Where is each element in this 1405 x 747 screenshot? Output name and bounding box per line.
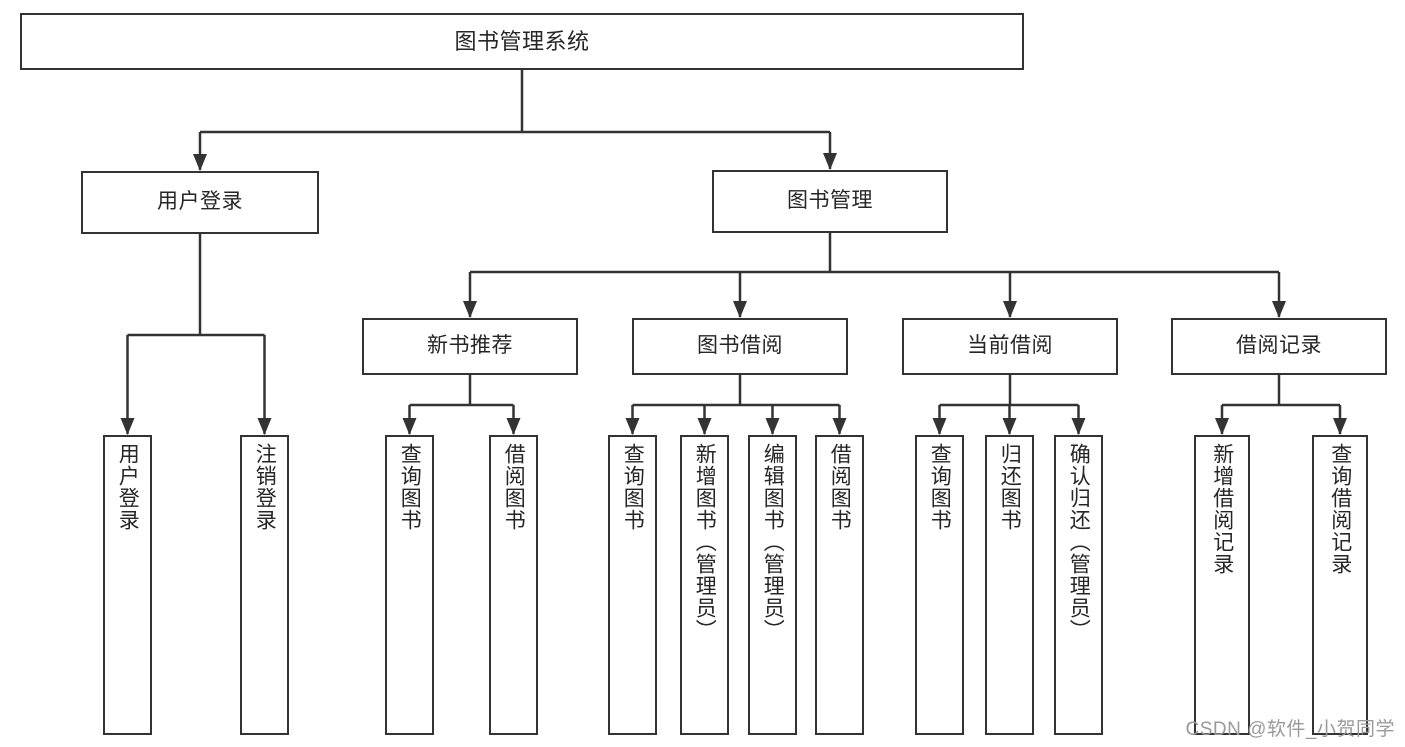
arrowhead-icon — [697, 418, 712, 435]
node-label: 查询图书 — [928, 443, 952, 531]
node-l2a[interactable]: 新书推荐 — [362, 318, 578, 375]
node-label: 用户登录 — [157, 190, 243, 214]
node-leaf10[interactable]: 归还图书 — [985, 435, 1034, 735]
node-label: 借阅记录 — [1236, 334, 1322, 358]
node-leaf5[interactable]: 查询图书 — [608, 435, 657, 735]
arrowhead-icon — [1272, 301, 1286, 318]
arrowhead-icon — [1215, 418, 1229, 435]
node-leaf2[interactable]: 注销登录 — [240, 435, 289, 735]
node-label: 确认归还（管理员） — [1067, 443, 1091, 641]
node-leaf1[interactable]: 用户登录 — [103, 435, 152, 735]
arrowhead-icon — [823, 153, 837, 170]
node-l1b[interactable]: 图书管理 — [712, 170, 948, 233]
node-label: 借阅图书 — [502, 443, 526, 531]
node-label: 图书管理 — [787, 189, 873, 213]
node-root[interactable]: 图书管理系统 — [20, 13, 1024, 70]
arrowhead-icon — [1003, 301, 1017, 318]
node-label: 注销登录 — [253, 443, 277, 531]
arrowhead-icon — [402, 418, 417, 435]
node-l2c[interactable]: 当前借阅 — [902, 318, 1118, 375]
node-l1a[interactable]: 用户登录 — [81, 171, 319, 234]
arrowhead-icon — [733, 301, 747, 318]
node-label: 图书管理系统 — [454, 28, 590, 54]
node-leaf6[interactable]: 新增图书（管理员） — [680, 435, 729, 735]
node-label: 用户登录 — [116, 443, 140, 531]
arrowhead-icon — [1333, 418, 1347, 435]
node-leaf12[interactable]: 新增借阅记录 — [1194, 435, 1250, 735]
node-leaf4[interactable]: 借阅图书 — [489, 435, 538, 735]
node-leaf13[interactable]: 查询借阅记录 — [1312, 435, 1368, 735]
node-label: 新增借阅记录 — [1210, 443, 1234, 575]
node-label: 编辑图书（管理员） — [761, 443, 785, 641]
node-label: 归还图书 — [998, 443, 1022, 531]
node-label: 查询图书 — [398, 443, 422, 531]
arrowhead-icon — [120, 418, 135, 435]
node-leaf8[interactable]: 借阅图书 — [815, 435, 864, 735]
node-leaf11[interactable]: 确认归还（管理员） — [1054, 435, 1103, 735]
arrowhead-icon — [257, 418, 272, 435]
node-l2b[interactable]: 图书借阅 — [632, 318, 848, 375]
node-l2d[interactable]: 借阅记录 — [1171, 318, 1387, 375]
arrowhead-icon — [506, 418, 521, 435]
node-leaf9[interactable]: 查询图书 — [915, 435, 964, 735]
arrowhead-icon — [765, 418, 780, 435]
arrowhead-icon — [463, 301, 477, 318]
node-label: 当前借阅 — [967, 334, 1053, 358]
node-label: 查询借阅记录 — [1328, 443, 1352, 575]
node-label: 新增图书（管理员） — [693, 443, 717, 641]
node-label: 图书借阅 — [697, 334, 783, 358]
arrowhead-icon — [832, 418, 847, 435]
node-label: 借阅图书 — [828, 443, 852, 531]
watermark-label: CSDN @软件_小贺同学 — [1185, 719, 1395, 740]
arrowhead-icon — [932, 418, 947, 435]
arrowhead-icon — [193, 154, 207, 171]
arrowhead-icon — [1002, 418, 1017, 435]
node-leaf3[interactable]: 查询图书 — [385, 435, 434, 735]
node-label: 查询图书 — [621, 443, 645, 531]
node-leaf7[interactable]: 编辑图书（管理员） — [748, 435, 797, 735]
node-label: 新书推荐 — [427, 334, 513, 358]
arrowhead-icon — [1071, 418, 1086, 435]
arrowhead-icon — [625, 418, 640, 435]
